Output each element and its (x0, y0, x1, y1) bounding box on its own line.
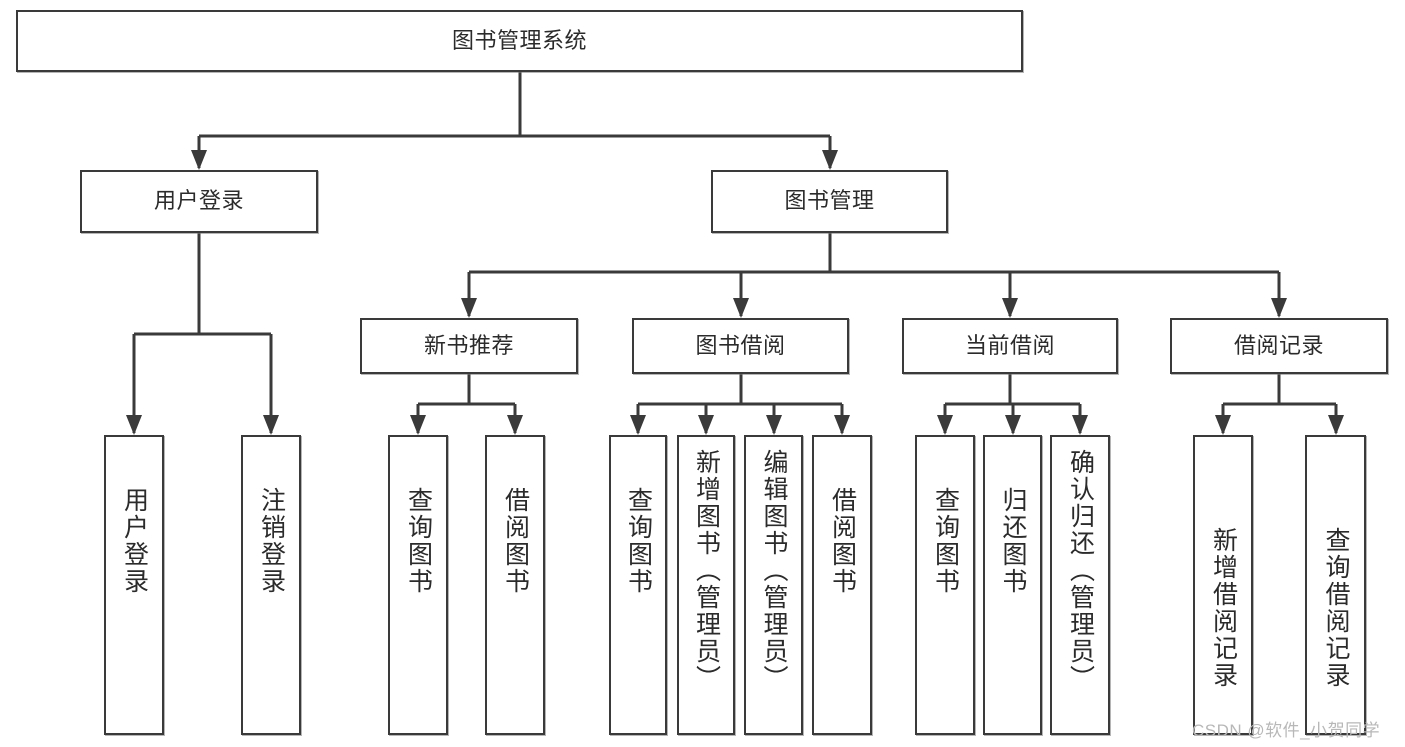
node-label: 查询图书 (931, 487, 960, 595)
node-leaf-query-book-3[interactable]: 查询图书 (915, 435, 975, 735)
arrowhead-icon (1072, 415, 1088, 435)
node-label: 当前借阅 (964, 332, 1055, 358)
node-label: 用户登录 (153, 188, 244, 214)
node-label: 新增图书（管理员） (692, 449, 721, 692)
arrowhead-icon (461, 298, 477, 318)
arrowhead-icon (507, 415, 523, 435)
arrowhead-icon (822, 150, 838, 170)
node-current-borrow[interactable]: 当前借阅 (902, 318, 1118, 374)
node-leaf-query-book-2[interactable]: 查询图书 (609, 435, 667, 735)
node-label: 新书推荐 (423, 332, 514, 358)
node-label: 图书借阅 (695, 332, 786, 358)
node-leaf-borrow-book-2[interactable]: 借阅图书 (812, 435, 872, 735)
arrowhead-icon (1215, 415, 1231, 435)
node-label: 借阅图书 (828, 487, 857, 595)
node-label: 图书管理系统 (451, 27, 587, 53)
node-book-borrow[interactable]: 图书借阅 (632, 318, 849, 374)
node-leaf-query-book-1[interactable]: 查询图书 (388, 435, 448, 735)
arrowhead-icon (1002, 298, 1018, 318)
node-label: 借阅记录 (1233, 332, 1324, 358)
node-new-book-recommend[interactable]: 新书推荐 (360, 318, 578, 374)
arrowhead-icon (410, 415, 426, 435)
node-leaf-user-login[interactable]: 用户登录 (104, 435, 164, 735)
node-leaf-add-book[interactable]: 新增图书（管理员） (677, 435, 735, 735)
arrowhead-icon (698, 415, 714, 435)
node-label: 归还图书 (999, 487, 1027, 595)
node-label: 查询图书 (624, 487, 653, 595)
arrowhead-icon (191, 150, 207, 170)
arrowhead-icon (766, 415, 782, 435)
node-label: 新增借阅记录 (1209, 527, 1238, 689)
node-label: 借阅图书 (501, 487, 530, 595)
node-user-login[interactable]: 用户登录 (80, 170, 318, 233)
csdn-watermark: CSDN @软件_小贺同学 (1192, 721, 1381, 740)
node-label: 编辑图书（管理员） (760, 449, 788, 692)
node-leaf-confirm-return[interactable]: 确认归还（管理员） (1050, 435, 1110, 735)
arrowhead-icon (630, 415, 646, 435)
node-leaf-return-book[interactable]: 归还图书 (983, 435, 1042, 735)
node-book-management[interactable]: 图书管理 (711, 170, 948, 233)
arrowhead-icon (1328, 415, 1344, 435)
node-label: 查询图书 (404, 487, 433, 595)
node-label: 注销登录 (257, 487, 286, 595)
node-leaf-query-borrow-record[interactable]: 查询借阅记录 (1305, 435, 1366, 735)
arrowhead-icon (937, 415, 953, 435)
node-leaf-edit-book[interactable]: 编辑图书（管理员） (744, 435, 803, 735)
arrowhead-icon (834, 415, 850, 435)
arrowhead-icon (126, 415, 142, 435)
node-borrow-record[interactable]: 借阅记录 (1170, 318, 1388, 374)
node-label: 查询借阅记录 (1322, 527, 1350, 689)
arrowhead-icon (263, 415, 279, 435)
arrowhead-icon (733, 298, 749, 318)
node-leaf-user-logout[interactable]: 注销登录 (241, 435, 301, 735)
node-label: 图书管理 (784, 188, 875, 214)
node-root[interactable]: 图书管理系统 (16, 10, 1023, 72)
node-leaf-borrow-book-1[interactable]: 借阅图书 (485, 435, 545, 735)
node-leaf-add-borrow-record[interactable]: 新增借阅记录 (1193, 435, 1253, 735)
node-label: 用户登录 (120, 487, 149, 595)
node-label: 确认归还（管理员） (1066, 449, 1095, 692)
arrowhead-icon (1271, 298, 1287, 318)
arrowhead-icon (1005, 415, 1021, 435)
